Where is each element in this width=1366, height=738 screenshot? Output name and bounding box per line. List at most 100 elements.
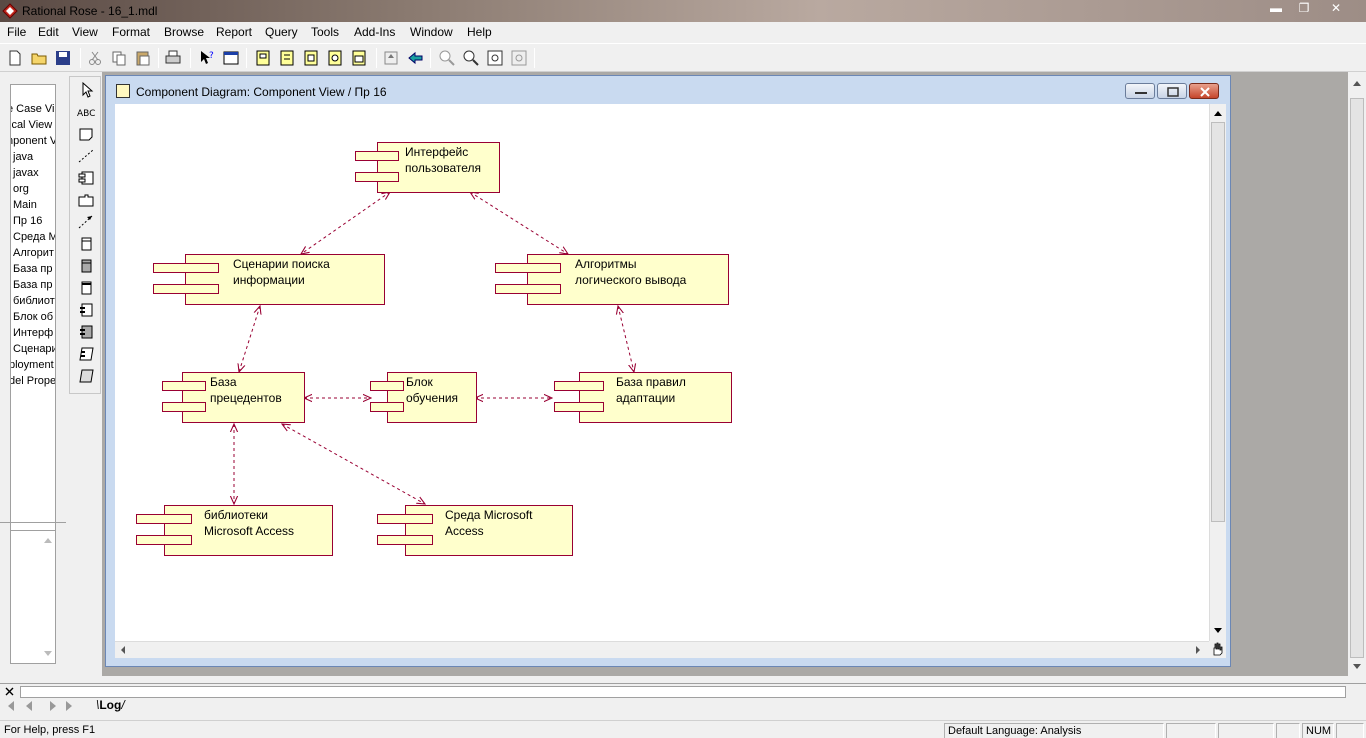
tree-item-component-view[interactable]: nponent V <box>10 135 56 147</box>
note-tool-icon[interactable] <box>76 125 96 143</box>
scroll-down-icon[interactable] <box>1353 664 1361 670</box>
browse-state-diagram-icon[interactable] <box>326 49 344 67</box>
menu-browse[interactable]: Browse <box>164 25 205 39</box>
diagram-vertical-scrollbar[interactable] <box>1209 104 1226 641</box>
component-adaptation-rules[interactable]: База правил адаптации <box>554 372 732 423</box>
browser-splitter[interactable] <box>0 522 66 525</box>
pan-corner[interactable] <box>1209 641 1226 658</box>
open-folder-icon[interactable] <box>30 49 48 67</box>
component-access-libraries[interactable]: библиотеки Microsoft Access <box>136 505 333 556</box>
scroll-right-icon[interactable] <box>1195 646 1201 654</box>
anchor-note-tool-icon[interactable] <box>76 147 96 165</box>
tree-item-logical-view[interactable]: ical View <box>10 119 53 131</box>
tree-item-scenarios[interactable]: Сценари <box>13 343 56 355</box>
menu-window[interactable]: Window <box>410 25 453 39</box>
fit-in-window-icon[interactable] <box>486 49 504 67</box>
restore-button[interactable]: ❐ <box>1298 1 1310 15</box>
tree-item-base-1[interactable]: База пр <box>13 263 53 275</box>
browse-component-diagram-icon[interactable] <box>302 49 320 67</box>
scroll-down-icon[interactable] <box>1214 628 1222 634</box>
tree-item-use-case-view[interactable]: e Case Vie <box>11 103 55 115</box>
menu-format[interactable]: Format <box>112 25 151 39</box>
log-output[interactable] <box>20 686 1346 698</box>
menu-query[interactable]: Query <box>265 25 298 39</box>
view-window-icon[interactable] <box>222 49 240 67</box>
subprogram-body-tool-icon[interactable] <box>76 257 96 275</box>
tree-item-deployment-view[interactable]: ployment V <box>10 359 55 371</box>
undo-fit-icon[interactable] <box>510 49 528 67</box>
tree-item-pr16[interactable]: Пр 16 <box>13 215 43 227</box>
close-button[interactable]: ✕ <box>1330 1 1342 15</box>
zoom-in-icon[interactable] <box>438 49 456 67</box>
scroll-up-icon[interactable] <box>1214 110 1222 116</box>
component-learning-block[interactable]: Блок обучения <box>370 372 477 423</box>
scroll-up-icon[interactable] <box>44 537 52 543</box>
workspace-vertical-scrollbar[interactable] <box>1348 72 1366 676</box>
copy-icon[interactable] <box>110 49 128 67</box>
tree-item-model-properties[interactable]: del Prope <box>10 375 56 387</box>
log-tab-scroll-arrows[interactable] <box>4 700 94 712</box>
task-spec-tool-icon[interactable] <box>76 345 96 363</box>
scroll-up-icon[interactable] <box>1353 80 1361 86</box>
cut-icon[interactable] <box>86 49 104 67</box>
browse-class-diagram-icon[interactable] <box>254 49 272 67</box>
menu-view[interactable]: View <box>72 25 98 39</box>
component-tool-icon[interactable] <box>76 169 96 187</box>
menu-file[interactable]: File <box>7 25 27 39</box>
tree-item-javax[interactable]: javax <box>13 167 39 179</box>
scroll-left-icon[interactable] <box>120 646 126 654</box>
tree-item-libraries[interactable]: библиот <box>13 295 55 307</box>
menu-edit[interactable]: Edit <box>38 25 59 39</box>
tree-item-base-2[interactable]: База пр <box>13 279 53 291</box>
component-diagram-window[interactable]: Component Diagram: Component View / Пр 1… <box>105 75 1231 667</box>
browse-interaction-diagram-icon[interactable] <box>278 49 296 67</box>
component-search-scenarios[interactable]: Сценарии поиска информации <box>153 254 385 305</box>
dependency-tool-icon[interactable] <box>76 213 96 231</box>
tree-item-java[interactable]: java <box>13 151 34 163</box>
menu-report[interactable]: Report <box>216 25 253 39</box>
component-access-environment[interactable]: Среда Microsoft Access <box>377 505 573 556</box>
tree-item-sreda[interactable]: Среда M <box>13 231 56 243</box>
subprogram-spec-tool-icon[interactable] <box>76 235 96 253</box>
diagram-canvas[interactable]: Интерфейс пользователя Сценарии поиска и… <box>115 104 1209 641</box>
child-minimize-button[interactable] <box>1125 83 1155 99</box>
main-program-tool-icon[interactable] <box>76 279 96 297</box>
package-body-tool-icon[interactable] <box>76 323 96 341</box>
workspace-scroll-thumb[interactable] <box>1350 98 1364 658</box>
log-tab[interactable]: \Log/ <box>96 698 125 712</box>
component-case-base[interactable]: База прецедентов <box>162 372 305 423</box>
task-body-tool-icon[interactable] <box>76 367 96 385</box>
child-maximize-button[interactable] <box>1157 83 1187 99</box>
save-icon[interactable] <box>54 49 72 67</box>
menu-help[interactable]: Help <box>467 25 492 39</box>
zoom-out-icon[interactable] <box>462 49 480 67</box>
text-box-tool-icon[interactable]: ABC <box>76 103 96 121</box>
browse-parent-icon[interactable] <box>382 49 400 67</box>
documentation-pane[interactable] <box>10 530 56 664</box>
new-file-icon[interactable] <box>6 49 24 67</box>
paste-icon[interactable] <box>134 49 152 67</box>
child-close-button[interactable] <box>1189 83 1219 99</box>
tree-item-org[interactable]: org <box>13 183 29 195</box>
diagram-horizontal-scrollbar[interactable] <box>115 641 1209 658</box>
package-tool-icon[interactable] <box>76 191 96 209</box>
scroll-down-icon[interactable] <box>44 651 52 657</box>
title-bar[interactable]: Rational Rose - 16_1.mdl ▬ ❐ ✕ <box>0 0 1366 22</box>
browser-tree[interactable]: e Case Vie ical View nponent V java java… <box>10 84 56 584</box>
tree-item-interface[interactable]: Интерф <box>13 327 54 339</box>
menu-tools[interactable]: Tools <box>311 25 340 39</box>
minimize-button[interactable]: ▬ <box>1270 1 1282 15</box>
component-user-interface[interactable]: Интерфейс пользователя <box>355 142 500 193</box>
tree-item-learning-block[interactable]: Блок об <box>13 311 54 323</box>
print-icon[interactable] <box>164 49 182 67</box>
diagram-scroll-thumb[interactable] <box>1211 122 1225 522</box>
close-log-icon[interactable] <box>5 687 14 696</box>
selection-tool-icon[interactable] <box>76 81 96 99</box>
browse-deployment-diagram-icon[interactable] <box>350 49 368 67</box>
tree-item-main[interactable]: Main <box>13 199 37 211</box>
context-help-icon[interactable]: ? <box>198 49 216 67</box>
menu-add-ins[interactable]: Add-Ins <box>354 25 396 39</box>
browse-previous-icon[interactable] <box>406 49 424 67</box>
component-inference-algorithms[interactable]: Алгоритмы логического вывода <box>495 254 729 305</box>
tree-item-algorithms[interactable]: Алгорит <box>13 247 54 259</box>
